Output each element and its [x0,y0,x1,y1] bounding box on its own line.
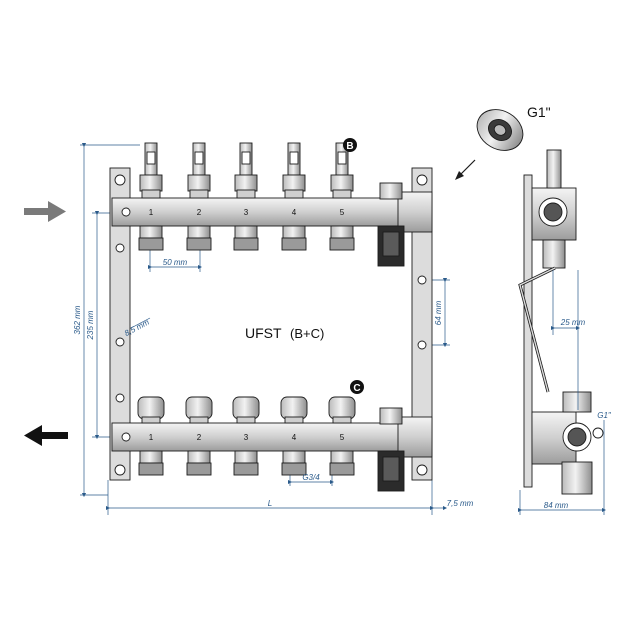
connection-side-label: G1" [597,411,612,420]
detail-arrow [455,159,476,180]
return-bar [111,416,433,458]
flowmeter-valve-1[interactable] [139,142,163,199]
valve-caps [137,396,356,424]
dim-spacing: 50 mm [163,258,188,267]
dim-bracket-spacing: 64 mm [434,300,443,325]
dim-depth: 84 mm [544,501,569,510]
dim-length: L [268,499,272,508]
supply-outlet-4 [281,225,307,251]
union-nut-detail [476,109,524,151]
supply-circuit-number-2: 2 [197,208,202,217]
dim-outlet-thread: G3/4 [302,473,320,482]
return-outlet-2 [186,450,212,476]
supply-bar [111,191,433,233]
return-circuit-number-2: 2 [197,433,202,442]
supply-outlet-3 [233,225,259,251]
return-circuit-number-1: 1 [149,433,154,442]
return-circuit-number-3: 3 [244,433,249,442]
marker-c: C [350,380,364,394]
valve-cap-3[interactable] [232,396,260,424]
dim-height-total: 362 mm [73,305,82,334]
supply-circuit-number-4: 4 [292,208,297,217]
supply-air-vent [377,182,405,267]
marker-c-label: C [353,383,360,394]
dim-end-offset: 7,5 mm [447,499,474,508]
left-bracket [109,167,131,481]
model-subtitle: (B+C) [290,326,324,341]
supply-outlet-5 [329,225,355,251]
supply-circuit-numbers: 1 2 3 4 5 [149,208,345,217]
dim-side-offset: 25 mm [560,318,586,327]
flowmeter-valve-4[interactable] [282,142,306,199]
valve-cap-1[interactable] [137,396,165,424]
supply-outlet-1 [138,225,164,251]
inlet-arrow [24,201,66,222]
valve-cap-4[interactable] [280,396,308,424]
marker-b-label: B [346,141,353,152]
return-outlet-5 [329,450,355,476]
flowmeter-valve-3[interactable] [234,142,258,199]
side-dimension-lines [517,270,607,515]
supply-circuit-number-1: 1 [149,208,154,217]
model-title: UFST [245,325,282,341]
return-circuit-number-4: 4 [292,433,297,442]
valve-cap-2[interactable] [185,396,213,424]
dim-height-inner: 235 mm [86,310,95,340]
return-circuit-number-5: 5 [340,433,345,442]
outlet-arrow [24,425,68,446]
valve-cap-5[interactable] [328,396,356,424]
flowmeter-valves [139,142,354,199]
return-outlet-1 [138,450,164,476]
supply-outlet-2 [186,225,212,251]
flowmeter-valve-2[interactable] [187,142,211,199]
return-air-vent [377,407,405,492]
supply-circuit-number-5: 5 [340,208,345,217]
marker-b: B [343,138,357,152]
connection-top-label: G1" [527,104,551,120]
return-circuit-numbers: 1 2 3 4 5 [149,433,345,442]
flowmeter-valve-5[interactable] [330,142,354,199]
right-bracket [411,167,433,481]
return-outlet-4 [281,450,307,476]
side-view [518,149,604,495]
return-outlets [138,450,355,476]
supply-outlets [138,225,355,251]
return-outlet-3 [233,450,259,476]
supply-circuit-number-3: 3 [244,208,249,217]
